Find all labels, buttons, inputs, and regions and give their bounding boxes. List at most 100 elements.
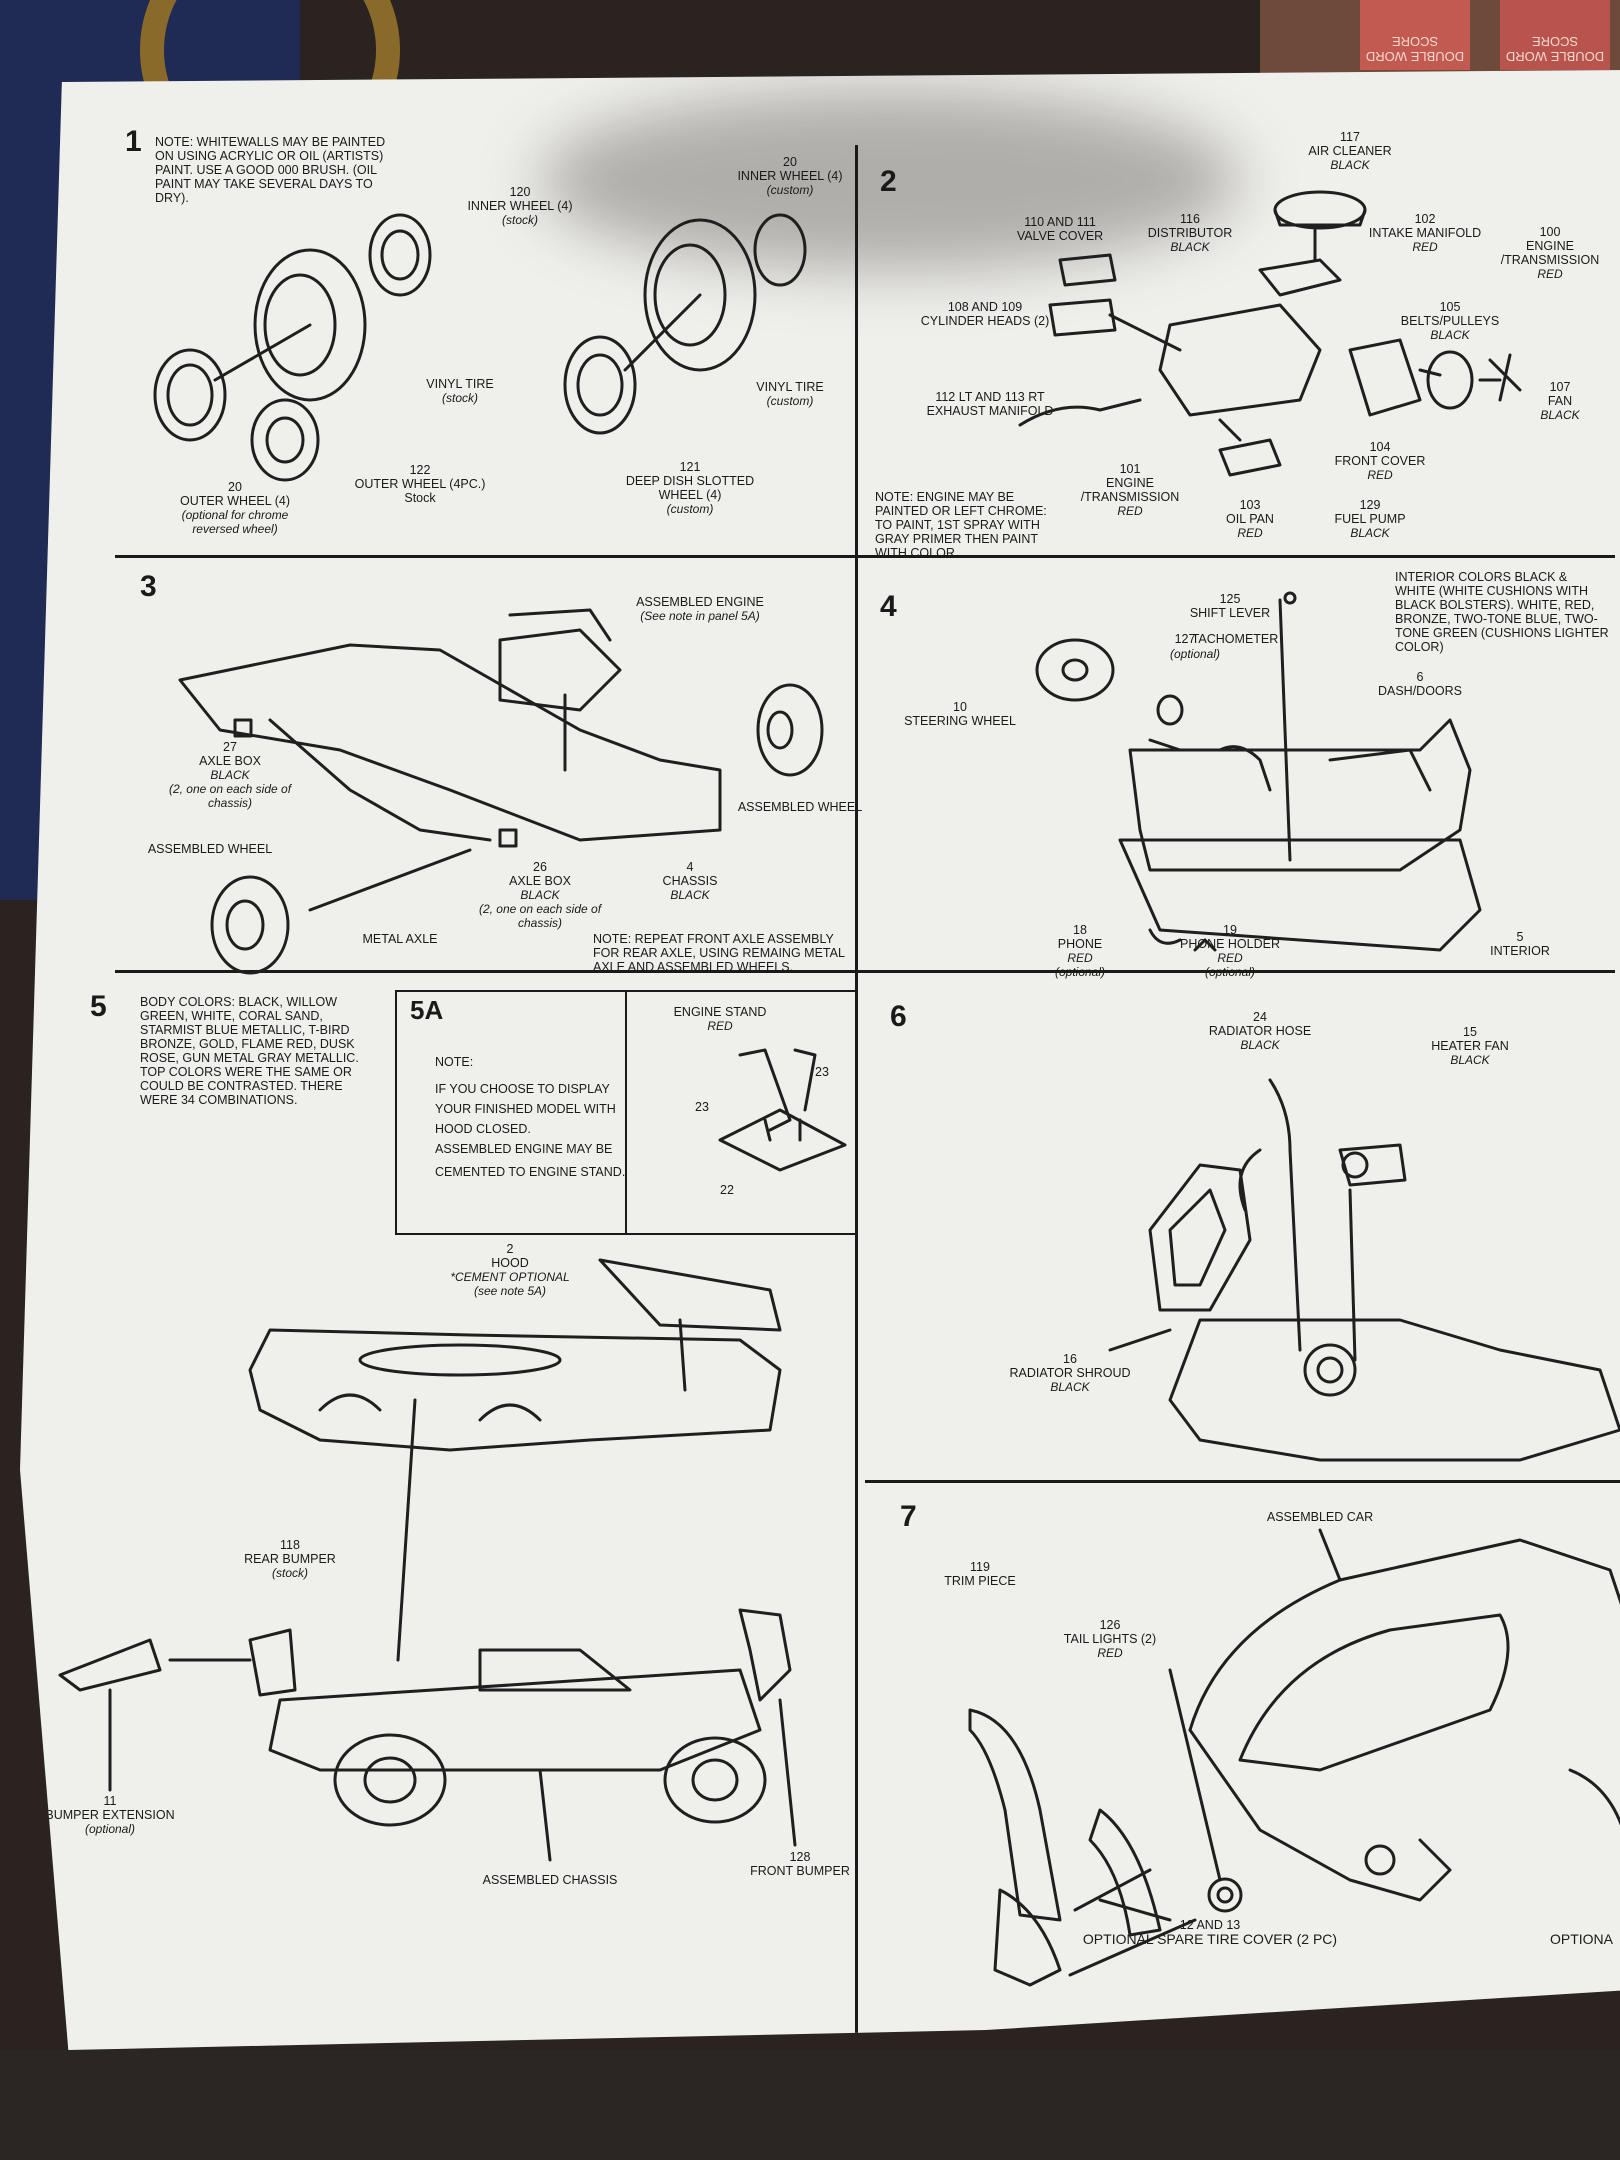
label-color: BLACK <box>1450 1053 1490 1067</box>
label-sub: (custom) <box>766 394 814 408</box>
label-num: 110 AND 111 <box>1024 215 1096 229</box>
label-sub: Stock <box>404 491 436 505</box>
label-steering-wheel: STEERING WHEEL <box>904 714 1016 728</box>
label-num: 117 <box>1340 130 1360 144</box>
note-line: IF YOU CHOOSE TO DISPLAY <box>435 1082 610 1096</box>
label-sub: (2, one on each side of chassis) <box>478 902 602 930</box>
label-outer-wheel: OUTER WHEEL (4) <box>180 494 290 508</box>
label-color: BLACK <box>670 888 710 902</box>
label-sub: (optional for chrome reversed wheel) <box>181 508 289 536</box>
label-intake: INTAKE MANIFOLD <box>1368 226 1482 240</box>
instruction-sheet: 1 NOTE: WHITEWALLS MAY BE PAINTED ON USI… <box>20 70 1620 2050</box>
label-front-bumper: FRONT BUMPER <box>750 1864 850 1878</box>
label-num: 121 <box>679 460 701 474</box>
note-line: YOUR FINISHED MODEL WITH <box>435 1102 616 1116</box>
car-rear-drawing <box>968 1528 1620 1987</box>
label-num: 122 <box>409 463 431 477</box>
label-assembled-car: ASSEMBLED CAR <box>1266 1510 1374 1524</box>
horizontal-divider <box>115 970 1615 973</box>
label-inner-wheel: INNER WHEEL (4) <box>467 199 573 213</box>
board-tile: DOUBLE WORD SCORE <box>1360 0 1470 70</box>
label-color: RED <box>1067 951 1093 965</box>
step-number: 2 <box>880 165 897 198</box>
note-text: NOTE: WHITEWALLS MAY BE PAINTED ON USING… <box>155 135 386 205</box>
note-title: NOTE: <box>435 1055 474 1069</box>
part-number: 23 <box>695 1100 709 1114</box>
label-num: 125 <box>1219 592 1241 606</box>
label-sub: (optional) <box>1204 965 1256 979</box>
floor <box>0 2050 1620 2160</box>
label-num: 15 <box>1463 1025 1477 1039</box>
label-color: BLACK <box>1330 158 1370 172</box>
label-num: 104 <box>1369 440 1391 454</box>
label-num: 10 <box>953 700 967 714</box>
horizontal-divider <box>115 555 1615 558</box>
label-sub: (optional) <box>1169 647 1221 661</box>
label-assembled-wheel: ASSEMBLED WHEEL <box>737 800 863 814</box>
label-cut-off: OPTIONA <box>1550 1931 1614 1947</box>
label-radiator-shroud: RADIATOR SHROUD <box>1009 1366 1131 1380</box>
part-number: 23 <box>815 1065 829 1079</box>
label-color: RED <box>1367 468 1393 482</box>
page-number: 25 <box>15 1987 36 2007</box>
label-belts: BELTS/PULLEYS <box>1400 314 1500 328</box>
label-engine: ENGINE /TRANSMISSION <box>1080 476 1180 504</box>
label-num: 100 <box>1539 225 1561 239</box>
label-axle-box: AXLE BOX <box>199 754 261 768</box>
step-number: 7 <box>900 1500 917 1533</box>
label-num: 118 <box>280 1538 300 1552</box>
step-number: 5A <box>410 995 444 1025</box>
body-colors-text: BODY COLORS: BLACK, WILLOW GREEN, WHITE,… <box>140 995 359 1107</box>
label-sub: (custom) <box>766 183 814 197</box>
label-chassis: CHASSIS <box>662 874 718 888</box>
label-num: 108 AND 109 <box>947 300 1023 314</box>
label-color: BLACK <box>520 888 560 902</box>
label-sub: (stock) <box>272 1566 308 1580</box>
label-num: 27 <box>223 740 237 754</box>
label-engine: ENGINE /TRANSMISSION <box>1500 239 1600 267</box>
engine-stand-drawing <box>718 1048 847 1172</box>
part-number: 22 <box>720 1183 734 1197</box>
label-sub: (see note 5A) <box>473 1284 547 1298</box>
label-num: 16 <box>1063 1352 1077 1366</box>
label-sub: (optional) <box>1054 965 1106 979</box>
label-air-cleaner: AIR CLEANER <box>1308 144 1392 158</box>
label-color: RED <box>707 1019 733 1033</box>
label-phone: PHONE <box>1057 937 1103 951</box>
label-dash-doors: DASH/DOORS <box>1377 684 1463 698</box>
label-num: 20 <box>783 155 797 169</box>
label-color: RED <box>1237 526 1263 540</box>
label-color: BLACK <box>1170 240 1210 254</box>
label-num: 128 <box>789 1850 811 1864</box>
label-outer-wheel: OUTER WHEEL (4PC.) <box>354 477 486 491</box>
wheel-drawing <box>153 213 807 482</box>
label-sub: (stock) <box>502 213 538 227</box>
label-deep-dish: DEEP DISH SLOTTED WHEEL (4) <box>625 474 755 502</box>
label-tail-lights: TAIL LIGHTS (2) <box>1063 1632 1157 1646</box>
label-heater-fan: HEATER FAN <box>1431 1039 1509 1053</box>
label-num: 119 <box>970 1560 990 1574</box>
label-color: BLACK <box>1240 1038 1280 1052</box>
label-num: 127 <box>1174 632 1196 646</box>
label-num: 11 <box>103 1794 117 1808</box>
label-num: 6 <box>1416 670 1424 684</box>
label-metal-axle: METAL AXLE <box>362 932 438 946</box>
label-num: 24 <box>1253 1010 1267 1024</box>
label-exhaust: EXHAUST MANIFOLD <box>926 404 1054 418</box>
label-oil-pan: OIL PAN <box>1226 512 1274 526</box>
label-num: 126 <box>1099 1618 1121 1632</box>
interior-drawing <box>1035 591 1482 952</box>
note-line: CEMENTED TO ENGINE STAND. <box>435 1165 626 1179</box>
label-num: 5 <box>1516 930 1524 944</box>
label-num: 26 <box>533 860 547 874</box>
note-text: NOTE: REPEAT FRONT AXLE ASSEMBLY FOR REA… <box>593 932 845 974</box>
label-color: BLACK <box>1430 328 1470 342</box>
label-radiator-hose: RADIATOR HOSE <box>1208 1024 1312 1038</box>
label-color: RED <box>1412 240 1438 254</box>
step-number: 5 <box>90 990 107 1023</box>
label-fan: FAN <box>1547 394 1573 408</box>
label-num: 112 LT AND 113 RT <box>935 390 1045 404</box>
label-num: 120 <box>509 185 531 199</box>
label-cylinder-heads: CYLINDER HEADS (2) <box>920 314 1050 328</box>
label-bumper-ext: BUMPER EXTENSION <box>45 1808 175 1822</box>
